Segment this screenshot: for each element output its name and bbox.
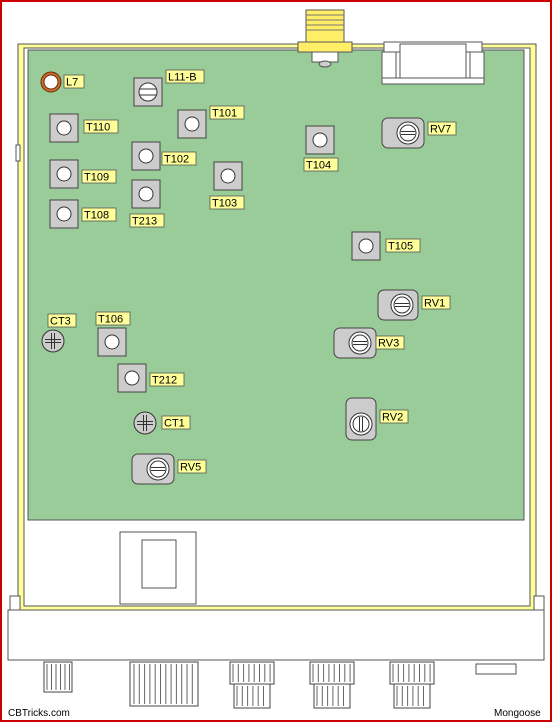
label-text-t110: T110	[86, 122, 110, 134]
label-t109: T109	[81, 169, 117, 184]
trimcap-ct3	[41, 329, 65, 353]
label-t101: T101	[209, 105, 245, 120]
trimmer-rv2	[345, 397, 377, 441]
label-ct1: CT1	[161, 415, 191, 430]
label-text-rv3: RV3	[378, 338, 399, 350]
transformer-t102	[131, 141, 161, 171]
transformer-t104	[305, 125, 335, 155]
label-text-t101: T101	[212, 108, 237, 120]
label-t104: T104	[303, 157, 339, 172]
label-rv3: RV3	[375, 335, 405, 350]
label-text-t109: T109	[84, 172, 109, 184]
trimmer-rv5	[131, 453, 175, 485]
transformer-t212	[117, 363, 147, 393]
label-l11b: L11-B	[165, 69, 205, 84]
antenna-connector	[297, 9, 353, 68]
label-t108: T108	[81, 207, 117, 222]
transformer-t105	[351, 231, 381, 261]
label-t106: T106	[95, 311, 131, 326]
transformer-t213	[131, 179, 161, 209]
label-text-ct3: CT3	[50, 316, 71, 328]
label-text-rv5: RV5	[180, 462, 201, 474]
label-rv1: RV1	[421, 295, 451, 310]
label-text-t103: T103	[212, 198, 237, 210]
label-t212: T212	[149, 372, 185, 387]
label-t103: T103	[209, 195, 245, 210]
db-connector	[381, 41, 485, 85]
label-text-t106: T106	[98, 314, 123, 326]
trimmer-rv7	[381, 117, 425, 149]
front-knob-5[interactable]	[389, 661, 435, 709]
transformer-t110	[49, 113, 79, 143]
credit-right: Mongoose	[494, 708, 541, 719]
component-group	[40, 71, 425, 485]
transformer-t101	[177, 109, 207, 139]
label-ct3: CT3	[47, 313, 77, 328]
label-text-ct1: CT1	[164, 418, 185, 430]
label-text-l7: L7	[66, 77, 78, 89]
coil-l7	[40, 71, 62, 93]
label-rv7: RV7	[427, 121, 457, 136]
label-t102: T102	[161, 151, 197, 166]
label-text-t102: T102	[164, 154, 189, 166]
trimmer-rv1	[377, 289, 419, 321]
label-rv2: RV2	[379, 409, 409, 424]
label-text-t108: T108	[84, 210, 109, 222]
label-text-t105: T105	[388, 241, 413, 253]
front-knob-2[interactable]	[129, 661, 199, 707]
label-text-rv2: RV2	[382, 412, 403, 424]
coil-l11b	[133, 77, 163, 107]
credit-left: CBTricks.com	[8, 708, 70, 719]
label-l7: L7	[63, 74, 85, 89]
side-tab	[15, 144, 21, 162]
label-t105: T105	[385, 238, 421, 253]
trimcap-ct1	[133, 411, 157, 435]
label-t213: T213	[129, 213, 165, 228]
bottom-socket	[119, 531, 197, 605]
front-panel	[7, 595, 545, 675]
label-rv5: RV5	[177, 459, 207, 474]
label-text-rv1: RV1	[424, 298, 445, 310]
label-text-t212: T212	[152, 375, 177, 387]
front-knob-4[interactable]	[309, 661, 355, 709]
transformer-t109	[49, 159, 79, 189]
label-t110: T110	[83, 119, 119, 134]
label-text-t104: T104	[306, 160, 331, 172]
label-text-rv7: RV7	[430, 124, 451, 136]
transformer-t106	[97, 327, 127, 357]
transformer-t108	[49, 199, 79, 229]
front-knob-1[interactable]	[43, 661, 73, 693]
label-text-t213: T213	[132, 216, 157, 228]
trimmer-rv3	[333, 327, 377, 359]
front-knob-3[interactable]	[229, 661, 275, 709]
transformer-t103	[213, 161, 243, 191]
label-text-l11b: L11-B	[168, 72, 197, 84]
knob-group	[43, 661, 435, 709]
